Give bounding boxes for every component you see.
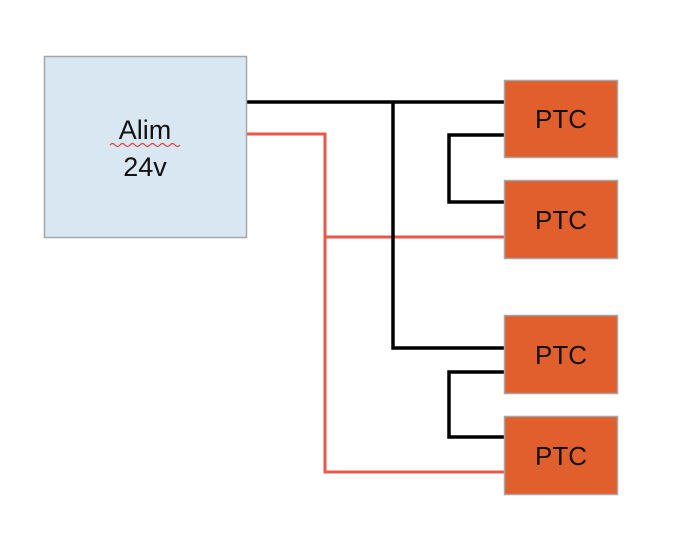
positive-wire-main xyxy=(247,132,504,474)
power-supply-voltage: 24v xyxy=(123,152,167,182)
ptc-box[interactable] xyxy=(503,179,619,260)
ptc-heater-3[interactable]: PTC xyxy=(503,314,619,395)
positive-wires xyxy=(247,132,504,474)
ptc-heater-4[interactable]: PTC xyxy=(503,415,619,496)
negative-wire-drop xyxy=(391,102,504,350)
ptc-box[interactable] xyxy=(503,415,619,496)
ptc-label: PTC xyxy=(535,104,587,134)
ptc-label: PTC xyxy=(535,441,587,471)
ptc-box[interactable] xyxy=(503,314,619,395)
ptc-heater-2[interactable]: PTC xyxy=(503,179,619,260)
power-supply-block[interactable]: Alim 24v xyxy=(43,55,248,239)
series-bridge-bottom xyxy=(447,370,504,439)
negative-wires xyxy=(247,100,504,439)
ptc-label: PTC xyxy=(535,340,587,370)
series-bridge-top xyxy=(447,133,504,204)
power-supply-label: Alim xyxy=(119,115,172,145)
spellcheck-underline xyxy=(109,142,181,148)
power-supply-box[interactable] xyxy=(43,55,248,239)
ptc-label: PTC xyxy=(535,205,587,235)
ptc-box[interactable] xyxy=(503,79,619,159)
ptc-heater-1[interactable]: PTC xyxy=(503,79,619,159)
